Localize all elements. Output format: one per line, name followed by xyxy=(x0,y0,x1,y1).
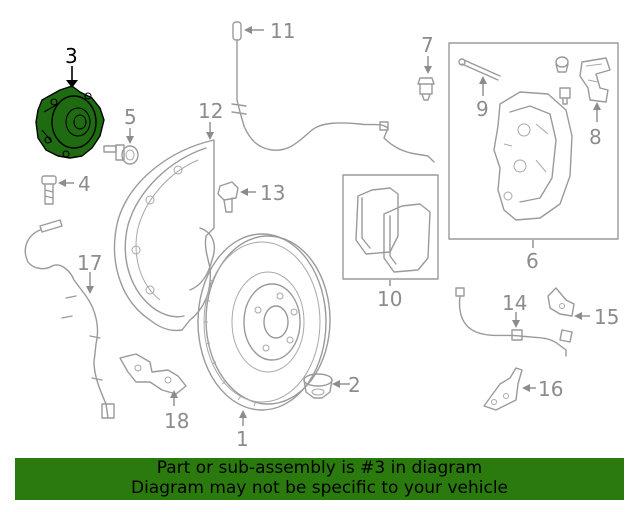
callout-11[interactable]: 11 xyxy=(270,19,295,43)
part-15-bracket[interactable] xyxy=(547,287,575,317)
callout-4[interactable]: 4 xyxy=(78,172,91,196)
callout-18-arrow xyxy=(170,390,178,398)
callout-14[interactable]: 14 xyxy=(502,291,527,315)
part-4-wheel-bolt[interactable] xyxy=(41,175,57,205)
callout-16[interactable]: 16 xyxy=(538,377,563,401)
callout-15-arrow xyxy=(574,312,582,320)
callout-12[interactable]: 12 xyxy=(198,99,223,123)
callout-17-arrow xyxy=(86,286,94,294)
part-14-wear-sensor[interactable] xyxy=(455,287,573,357)
part-17-abs-sensor[interactable] xyxy=(24,219,115,419)
info-banner: Part or sub-assembly is #3 in diagram Di… xyxy=(15,458,624,500)
part-5-bolt[interactable] xyxy=(103,144,139,165)
callout-1[interactable]: 1 xyxy=(236,427,249,451)
banner-line-1: Part or sub-assembly is #3 in diagram xyxy=(156,458,483,478)
callout-4-arrow xyxy=(58,179,66,187)
callout-14-arrow xyxy=(512,320,520,328)
part-3-wheel-hub[interactable] xyxy=(35,85,105,159)
part-1-brake-rotor[interactable] xyxy=(197,233,331,411)
callout-9-arrow xyxy=(479,76,487,84)
callout-13[interactable]: 13 xyxy=(260,181,285,205)
banner-line-2: Diagram may not be specific to your vehi… xyxy=(130,478,508,498)
part-7-bleeder-screw[interactable] xyxy=(417,77,435,101)
callout-10[interactable]: 10 xyxy=(377,287,402,311)
callout-9[interactable]: 9 xyxy=(476,97,489,121)
part-10-brake-pad-set[interactable] xyxy=(342,174,439,280)
callout-13-arrow xyxy=(240,188,248,196)
callout-8-arrow xyxy=(593,102,601,110)
callout-7[interactable]: 7 xyxy=(421,33,434,57)
part-6-brake-caliper[interactable] xyxy=(448,42,619,240)
callout-2[interactable]: 2 xyxy=(348,373,361,397)
callout-7-arrow xyxy=(424,66,432,74)
callout-5[interactable]: 5 xyxy=(124,105,137,129)
part-18-bracket[interactable] xyxy=(119,353,187,395)
callout-11-arrow xyxy=(244,26,252,34)
callout-15[interactable]: 15 xyxy=(594,305,619,329)
callout-1-arrow xyxy=(239,410,247,418)
callout-8[interactable]: 8 xyxy=(589,125,602,149)
callout-17[interactable]: 17 xyxy=(77,251,102,275)
callout-18[interactable]: 18 xyxy=(164,409,189,433)
callout-3-arrow xyxy=(66,80,78,88)
part-8-spring-clip[interactable] xyxy=(555,56,611,105)
callout-12-arrow xyxy=(206,132,214,140)
part-13-bolt[interactable] xyxy=(217,181,239,213)
part-2-cap[interactable] xyxy=(303,373,333,399)
callout-3[interactable]: 3 xyxy=(65,44,78,68)
callout-2-arrow xyxy=(332,380,340,388)
callout-6[interactable]: 6 xyxy=(526,249,539,273)
part-16-bracket[interactable] xyxy=(483,367,523,411)
part-11-wear-sensor[interactable] xyxy=(231,21,435,163)
part-9-guide-pin[interactable] xyxy=(458,58,501,81)
callout-5-arrow xyxy=(126,136,134,144)
callout-16-arrow xyxy=(522,384,530,392)
part-12-brake-dust-shield[interactable] xyxy=(113,139,216,332)
